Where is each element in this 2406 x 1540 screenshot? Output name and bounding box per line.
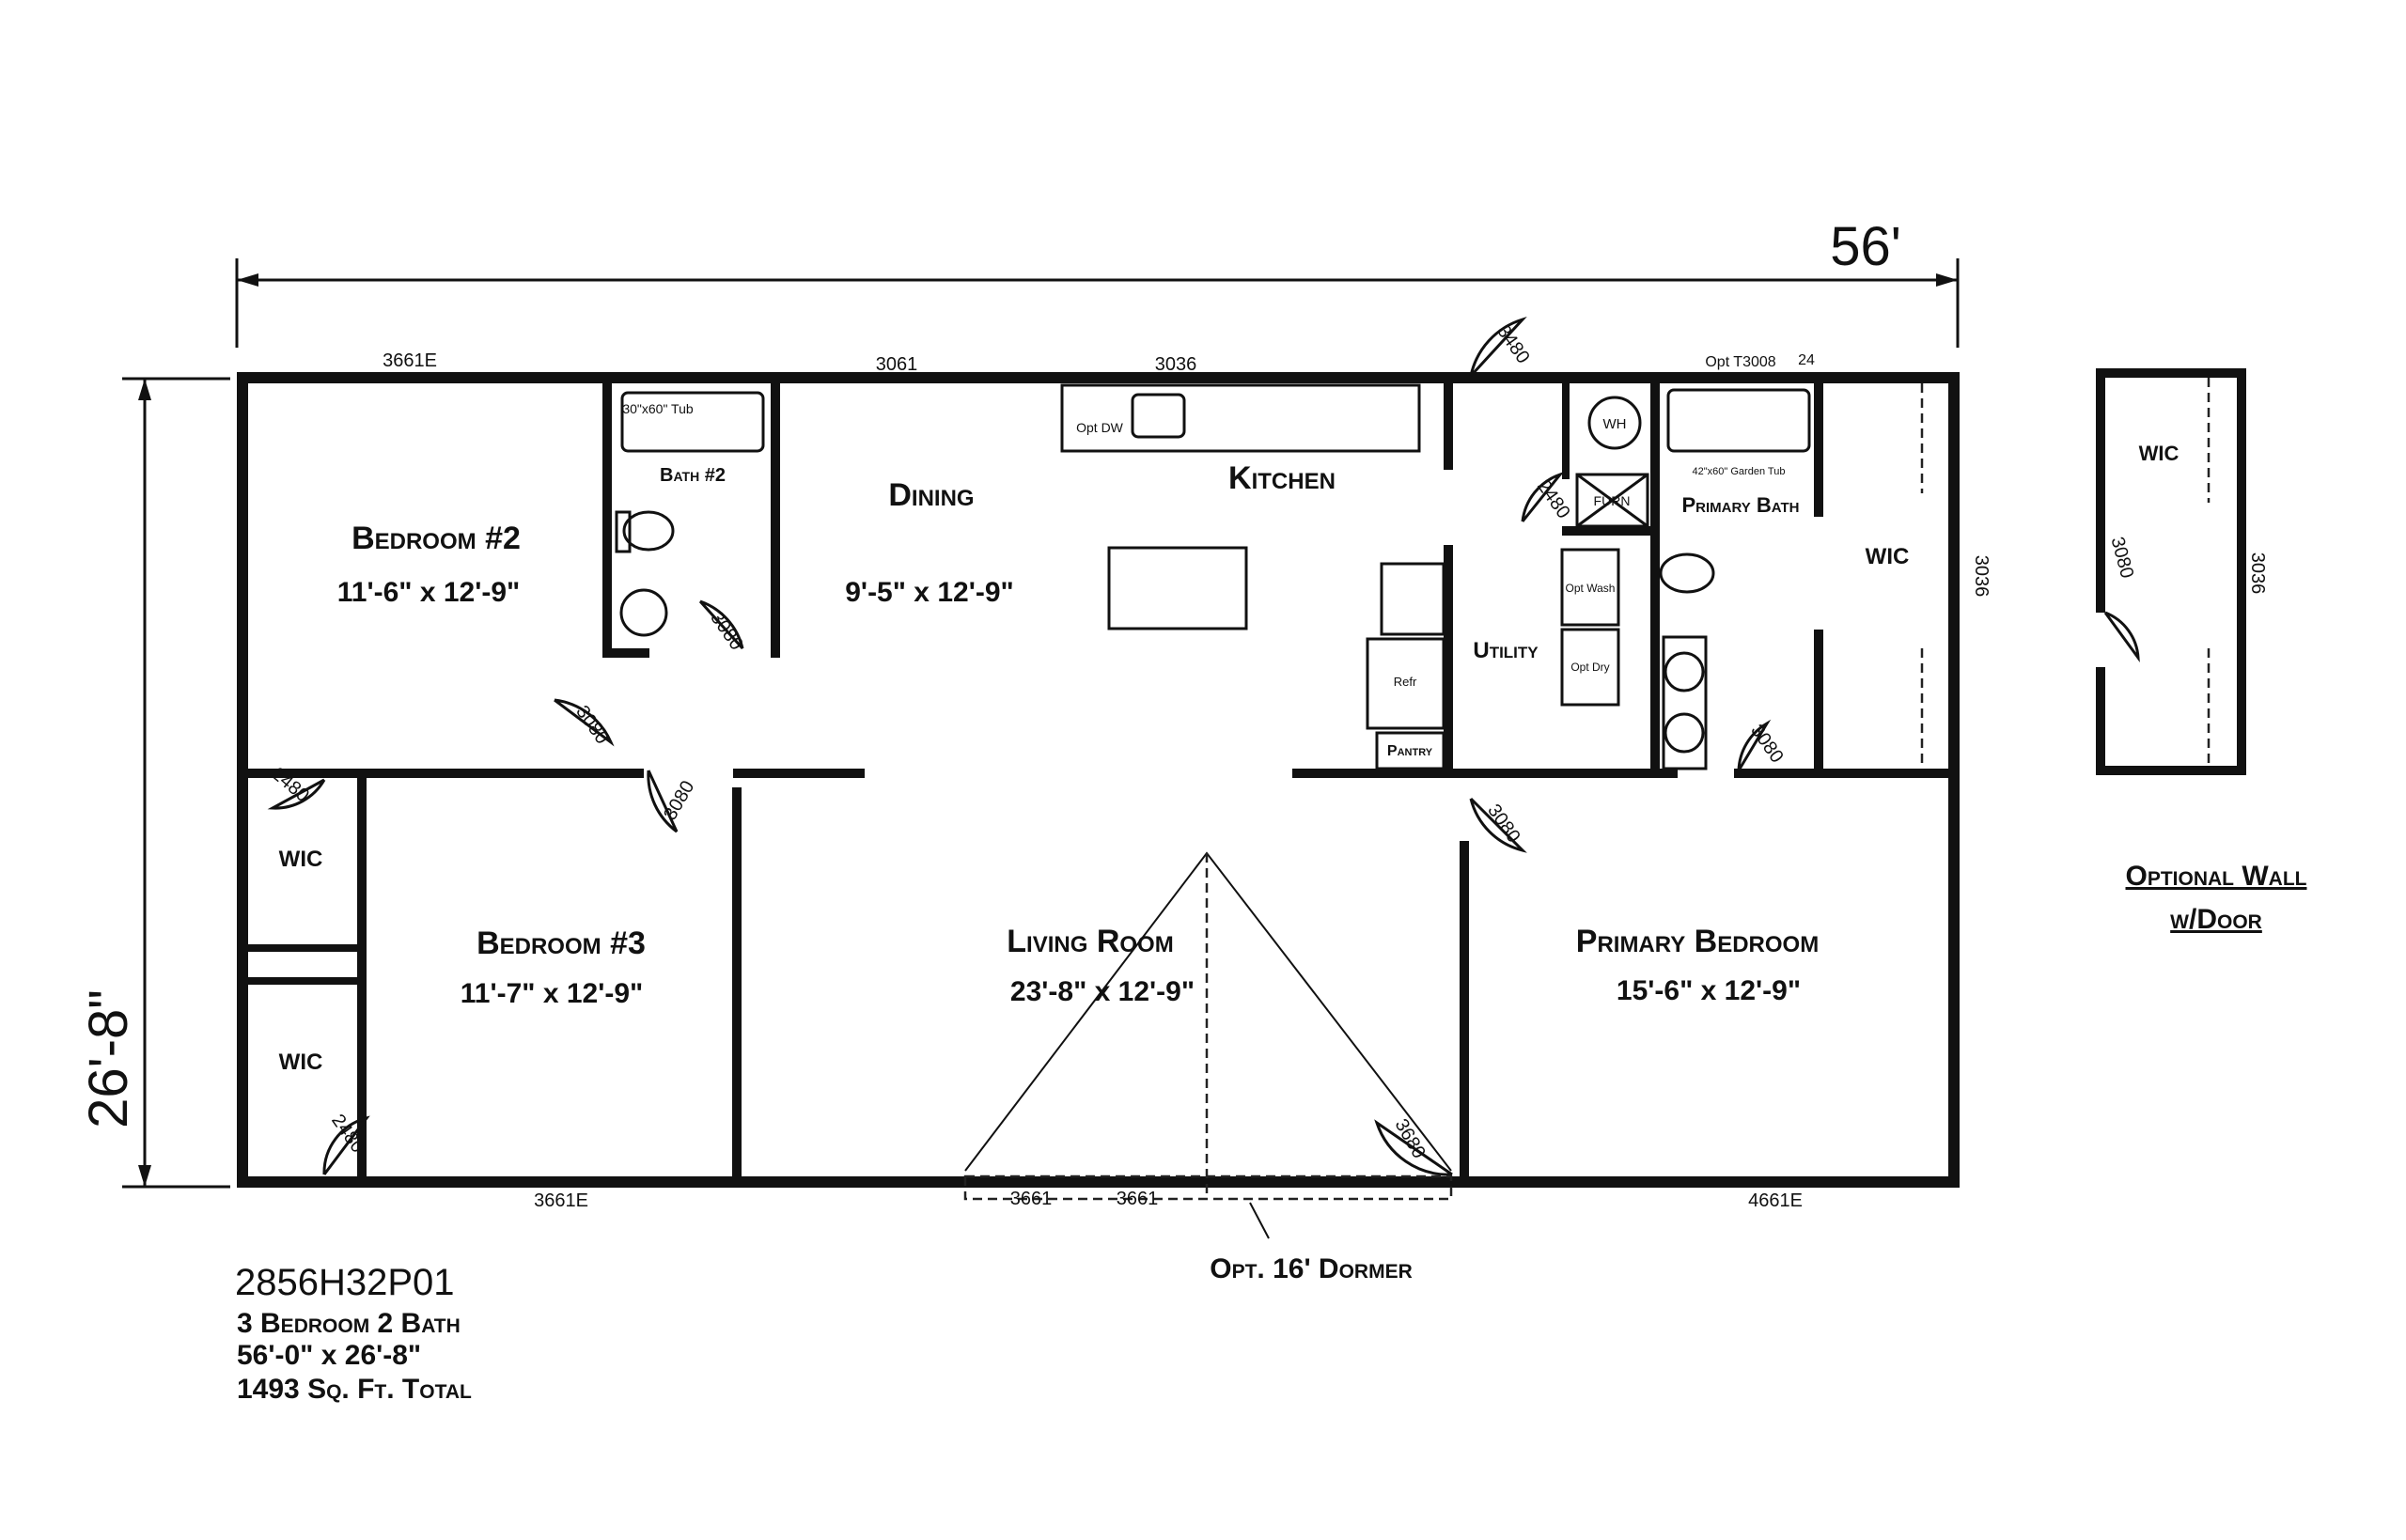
bedroom2-size: 11'-6" x 12'-9" [337,577,521,608]
living-name: Living Room [1007,924,1173,959]
window-top-bath: Opt T3008 [1705,354,1775,370]
optional-wall-title-2: w/Door [2170,904,2262,935]
depth-label: 26'-8" [78,989,139,1128]
refrigerator-label: Refr [1394,675,1417,689]
door-primary-bed: 3080 [1483,801,1524,847]
interior-walls [237,376,1960,1182]
depth-dimension: 26'-8" [78,377,230,1189]
dining-name: Dining [888,477,974,513]
door-bed3: 3080 [660,777,698,824]
window-top-bed2: 3661E [383,350,437,371]
window-top-kitchen: 3036 [1155,354,1197,375]
window-top-bath-mark: 24 [1798,352,1815,368]
kitchen-island [1107,546,1248,630]
kitchen-name: Kitchen [1228,460,1336,496]
living-size: 23'-8" x 12'-9" [1010,976,1195,1007]
primary-bedroom-name: Primary Bedroom [1576,924,1819,959]
optional-wic-name: WIC [2139,442,2179,465]
window-right-wic: 3036 [1971,555,1992,598]
door-swings [267,316,1772,1176]
utility-wh: WH [1603,416,1627,432]
utility-furn: FURN [1594,493,1631,508]
wic-upper-name: WIC [279,847,323,872]
dining-size: 9'-5" x 12'-9" [845,577,1013,608]
width-label: 56' [1830,216,1901,277]
window-bottom-bed3: 3661E [534,1190,588,1211]
utility-dry: Opt Dry [1570,661,1609,674]
optional-door: 3080 [2106,535,2137,581]
bedroom3-name: Bedroom #3 [477,926,646,961]
window-labels: 3661E 3061 3036 Opt T3008 24 3036 3661E … [383,350,1992,1211]
window-bottom-primary: 4661E [1748,1190,1803,1211]
optional-wall-inset: WIC 3080 3036 Optional Wall w/Door [2096,368,2307,935]
width-dimension: 56' [235,216,1960,348]
dormer-label: Opt. 16' Dormer [1210,1253,1413,1284]
bedroom2-name: Bedroom #2 [352,521,521,556]
optional-window: 3036 [2247,552,2268,595]
model-number: 2856H32P01 [235,1262,455,1303]
primary-bath-name: Primary Bath [1682,493,1800,517]
primary-bath-tub: 42"x60" Garden Tub [1693,466,1786,477]
wic-lower-name: WIC [279,1050,323,1075]
pantry-label: Pantry [1387,743,1433,759]
utility-name: Utility [1473,638,1539,663]
bath2-tub: 30"x60" Tub [622,401,694,416]
optional-dormer: Opt. 16' Dormer [963,851,1453,1284]
window-bottom-living-2: 3661 [1117,1189,1159,1209]
beds-baths: 3 Bedroom 2 Bath [237,1308,461,1339]
room-labels: Bedroom #2 11'-6" x 12'-9" Bath #2 30"x6… [279,401,1910,1075]
kitchen-dw: Opt DW [1076,420,1124,435]
plan-info: 2856H32P01 3 Bedroom 2 Bath 56'-0" x 26'… [235,1262,472,1405]
overall-size: 56'-0" x 26'-8" [237,1340,421,1371]
utility-wash: Opt Wash [1566,582,1616,595]
primary-bedroom-size: 15'-6" x 12'-9" [1617,975,1801,1006]
door-bed2: 3080 [571,702,613,748]
bedroom3-size: 11'-7" x 12'-9" [461,978,644,1009]
square-footage: 1493 Sq. Ft. Total [237,1374,472,1405]
primary-wic-name: WIC [1866,544,1910,569]
optional-wall-title-1: Optional Wall [2126,861,2307,892]
exterior-walls [237,372,1960,1188]
door-labels: 3480 2480 3080 3080 3080 2480 2480 3080 … [268,321,1788,1162]
bath2-name: Bath #2 [660,465,726,486]
fixtures [615,383,1924,770]
window-bottom-living-1: 3661 [1010,1189,1053,1209]
window-top-dining: 3061 [876,354,918,375]
door-primary-bath: 3080 [1746,721,1788,767]
